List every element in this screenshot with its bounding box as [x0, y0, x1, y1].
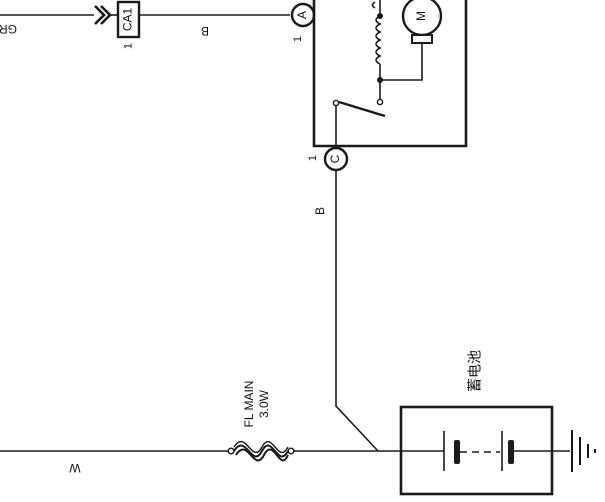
battery-icon: [401, 431, 570, 471]
connector-ca1-pin: 1: [122, 43, 134, 49]
connector-a-label: A: [295, 11, 309, 19]
connector-ca1-label: CA1: [121, 8, 135, 32]
relay-enclosure: [312, 0, 468, 148]
connector-c-pin: 1: [307, 155, 319, 161]
connector-c-label: C: [328, 154, 342, 163]
wire-label-gr: GR: [0, 22, 17, 36]
bottom-wire-group: W FL MAIN 3.0W: [0, 381, 401, 475]
wire-label-b-mid: B: [313, 207, 327, 215]
wire-label-w: W: [69, 461, 81, 475]
motor-symbol: M: [414, 11, 428, 21]
vertical-wire-group: B: [313, 170, 379, 452]
motor-icon: M: [380, 0, 443, 81]
battery-label: 蓄电池: [467, 350, 483, 392]
relay-motor-assembly: M C 1: [307, 0, 468, 172]
connector-chevron-icon: [94, 5, 112, 25]
connector-ca1-box: [116, 0, 141, 39]
connector-a-pin: 1: [292, 36, 304, 42]
switch-icon: [332, 99, 386, 146]
ground-icon: [571, 430, 596, 472]
fuse-rating: 3.0W: [257, 389, 271, 418]
coil-icon: [371, 0, 384, 106]
wire-label-b-top: B: [201, 24, 209, 38]
fusible-link-icon: [227, 440, 295, 462]
wire-b-vertical: [335, 170, 379, 452]
fuse-name: FL MAIN: [242, 381, 256, 428]
top-wire-group: GR CA1 1 B A 1: [0, 0, 316, 49]
battery-assembly: 蓄电池: [399, 350, 596, 496]
